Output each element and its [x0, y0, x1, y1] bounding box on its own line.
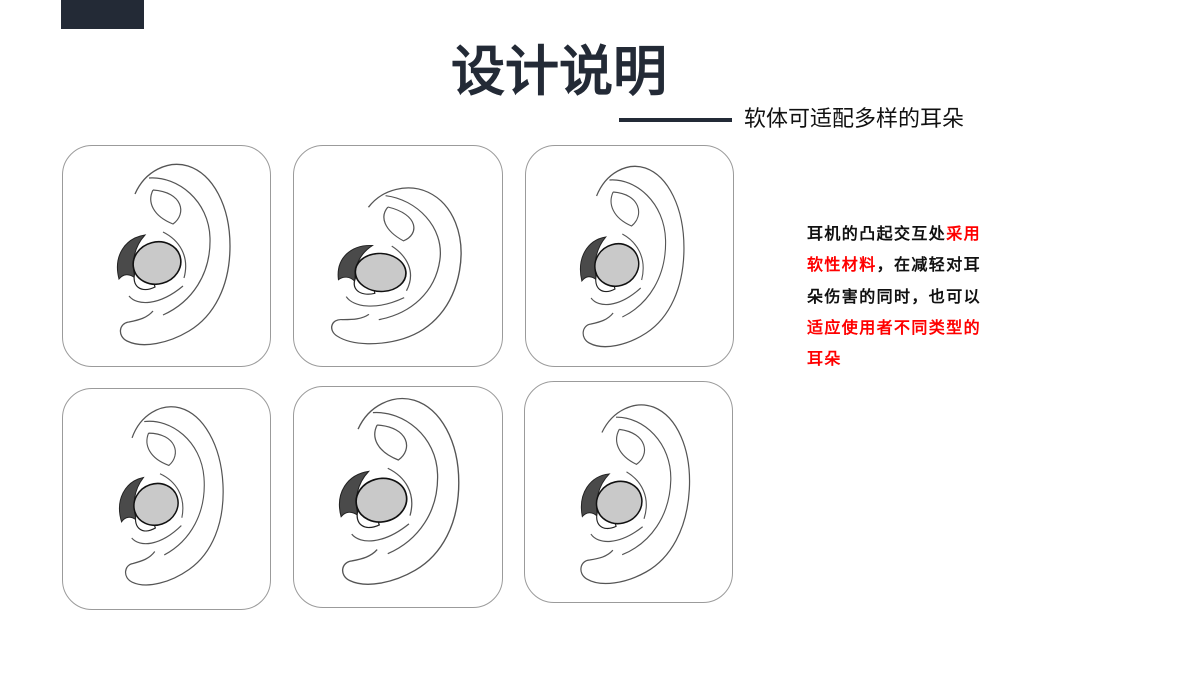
description-highlight-text: 软性材料 — [807, 255, 877, 275]
ear-with-earbud-icon — [338, 397, 460, 586]
description-highlight-text: 采用 — [946, 224, 982, 243]
ear-card-3 — [525, 145, 734, 367]
ear-with-earbud-icon — [116, 163, 231, 346]
ear-with-earbud-icon — [579, 165, 685, 348]
ear-with-earbud-icon — [576, 401, 695, 589]
ear-card-6 — [524, 381, 733, 603]
ear-with-earbud-icon — [325, 176, 474, 360]
description-text: 耳机的凸起交互处 — [807, 224, 947, 243]
description-line: 软性材料，在减轻对耳 — [807, 249, 997, 280]
description-text: 朵伤害的同时，也可以 — [807, 286, 982, 306]
description-line: 朵伤害的同时，也可以 — [807, 281, 997, 312]
corner-accent-block — [61, 0, 144, 29]
page-title: 设计说明 — [451, 40, 667, 103]
ear-card-5 — [293, 386, 503, 608]
description-line: 耳机的凸起交互处采用 — [807, 218, 997, 249]
description-text: ，在减轻对耳 — [876, 255, 982, 275]
ear-card-4 — [62, 388, 271, 610]
description-line: 耳朵 — [807, 343, 997, 374]
page-subtitle: 软体可适配多样的耳朵 — [744, 107, 965, 132]
ear-card-2 — [293, 145, 503, 367]
description-highlight-text: 适应使用者不同类型的 — [807, 317, 982, 337]
subtitle-accent-bar — [619, 118, 732, 122]
ear-card-1 — [62, 145, 271, 367]
description-paragraph: 耳机的凸起交互处采用 软性材料，在减轻对耳 朵伤害的同时，也可以 适应使用者不同… — [807, 218, 997, 374]
ear-with-earbud-icon — [113, 403, 229, 587]
description-highlight-text: 耳朵 — [807, 349, 842, 368]
description-line: 适应使用者不同类型的 — [807, 312, 997, 343]
